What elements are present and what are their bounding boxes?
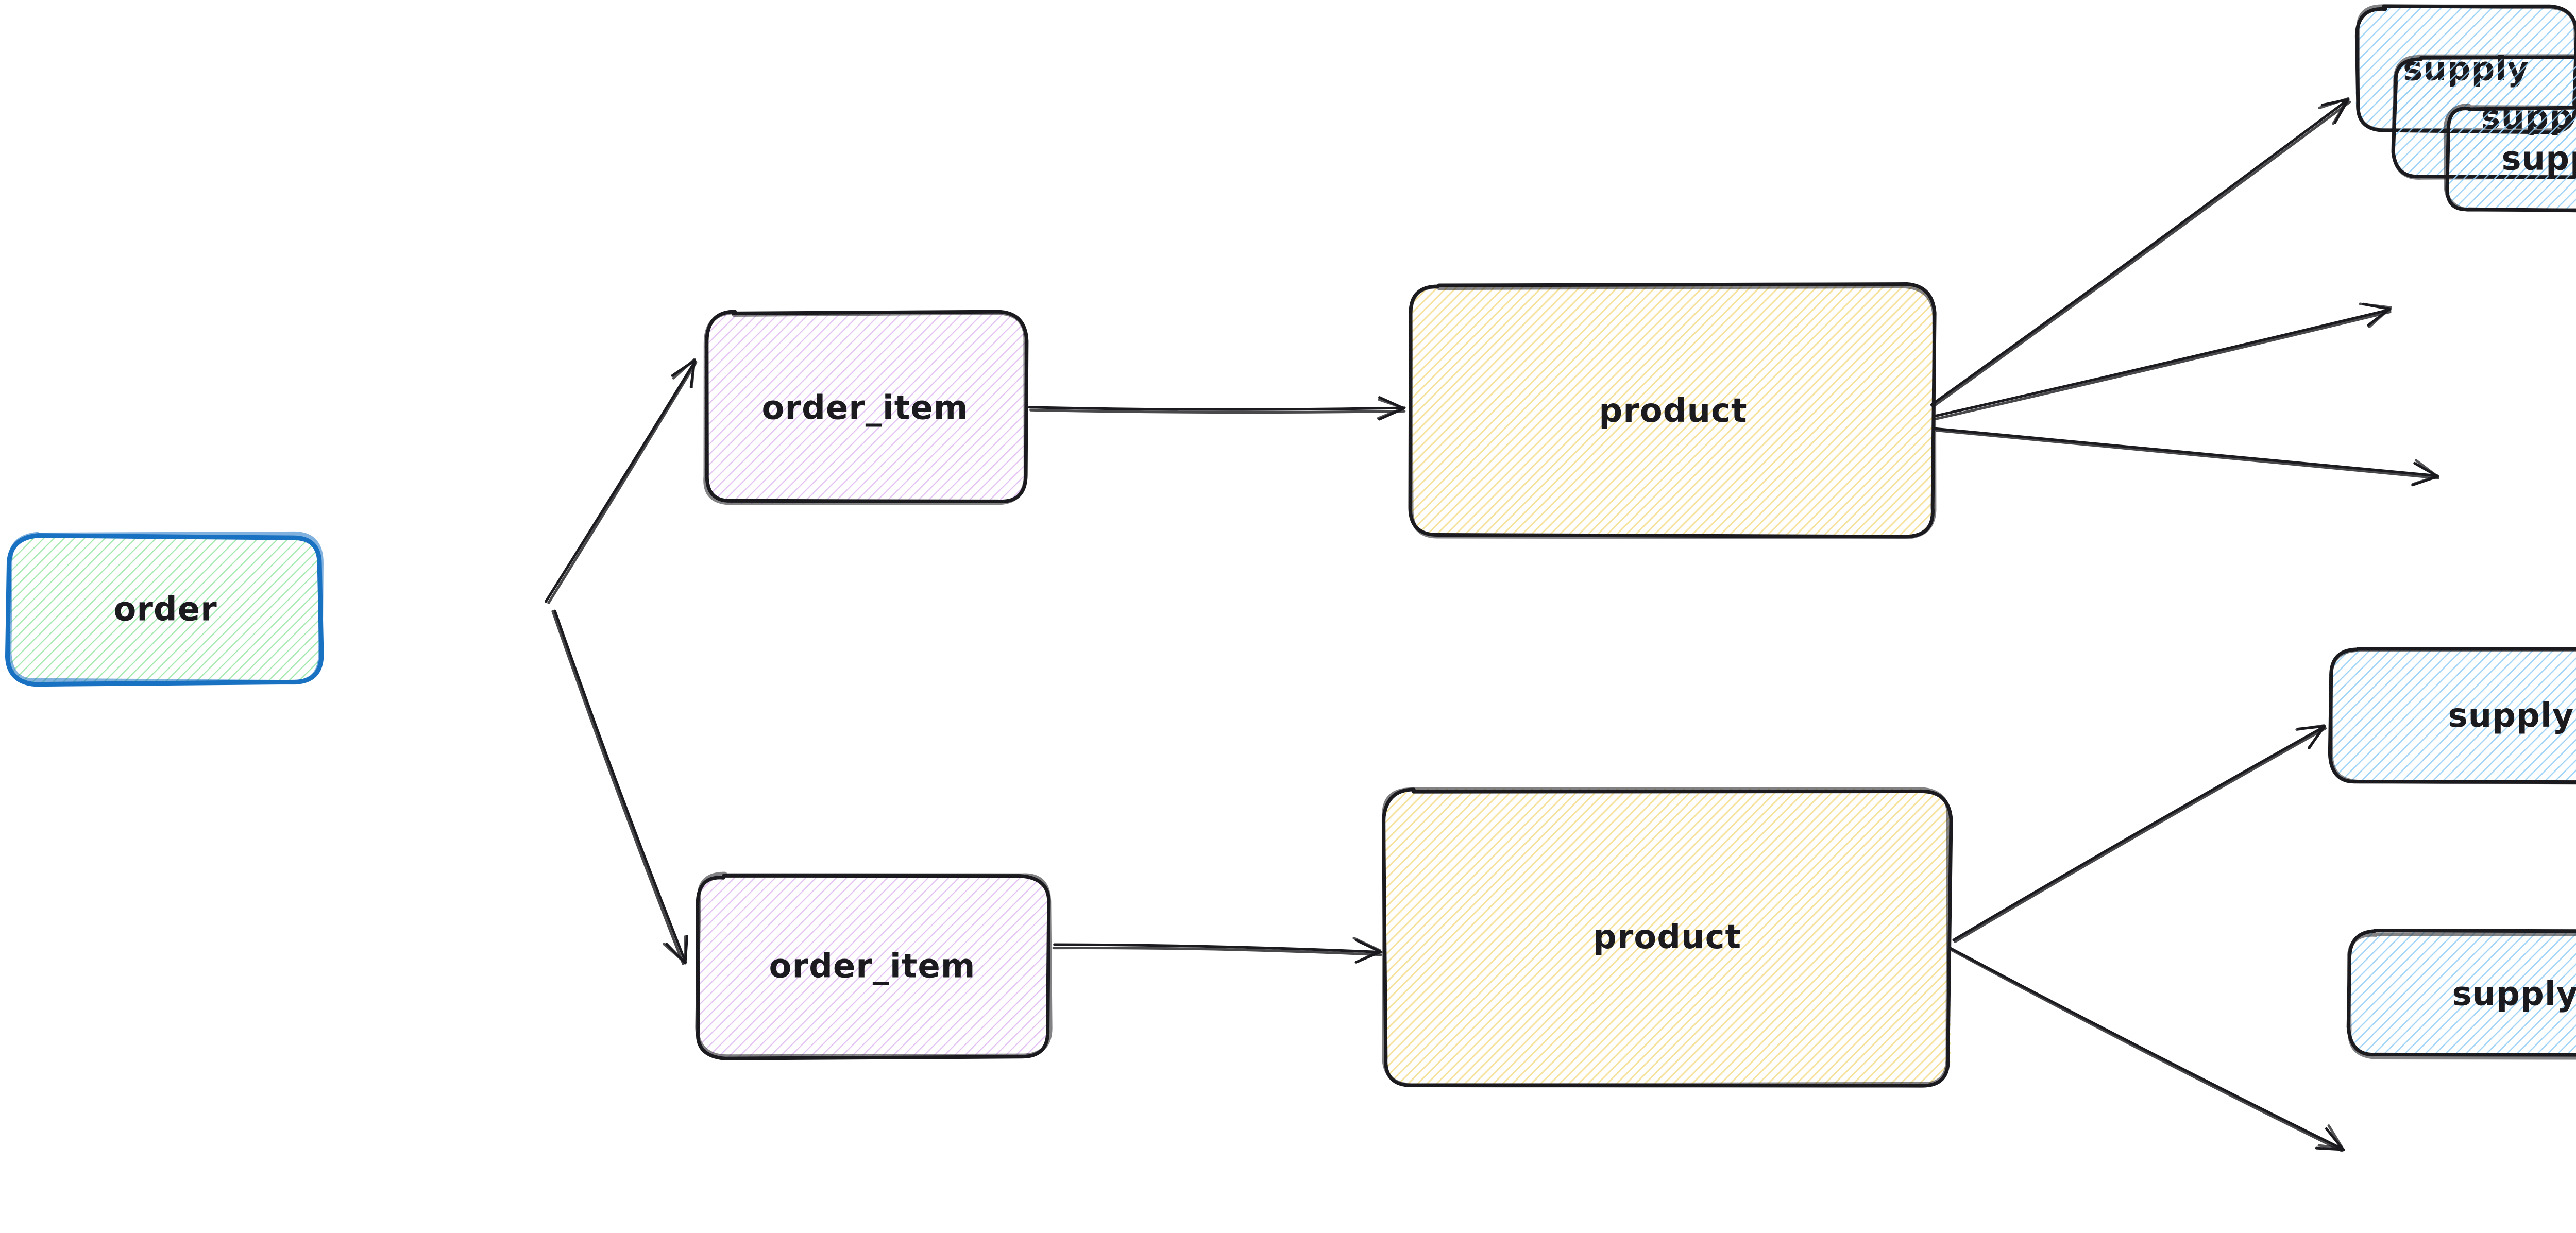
node-fill xyxy=(2446,107,2576,211)
edge-line xyxy=(551,610,685,965)
edge-line xyxy=(1935,429,2440,480)
edge-line xyxy=(1930,98,2350,406)
edge-product_top-to-supply_1[interactable] xyxy=(1930,97,2351,408)
node-fill xyxy=(1411,286,1936,537)
edge-order_item_top-to-product_top[interactable] xyxy=(1028,396,1406,421)
node-label: supply xyxy=(2452,975,2576,1014)
arrowhead-icon xyxy=(2359,302,2392,329)
edge-order-to-order_item_bottom[interactable] xyxy=(551,609,689,965)
node-outline xyxy=(2445,106,2576,213)
edge-product_bottom-to-supply_4[interactable] xyxy=(1952,724,2327,944)
edge-line xyxy=(547,361,698,604)
arrowhead-icon xyxy=(2295,724,2326,749)
node-outline xyxy=(1381,787,1950,1087)
edge-line xyxy=(1052,946,1382,956)
edge-line xyxy=(1934,427,2439,477)
edge-line xyxy=(1935,311,2392,420)
edge-product_bottom-to-supply_5[interactable] xyxy=(1948,946,2345,1153)
node-outline xyxy=(695,871,1053,1058)
arrowhead-icon xyxy=(663,935,687,964)
node-outline xyxy=(7,531,324,685)
edge-line xyxy=(545,359,697,603)
node-order_item_top[interactable]: order_item xyxy=(703,310,1029,505)
edge-order-to-order_item_top[interactable] xyxy=(545,358,698,604)
edge-line xyxy=(1948,946,2345,1151)
node-fill xyxy=(2330,649,2576,782)
node-product_top[interactable]: product xyxy=(1408,282,1937,539)
edge-product_top-to-supply_2[interactable] xyxy=(1934,302,2392,420)
arrowhead-icon xyxy=(2315,1127,2345,1151)
arrowhead-icon xyxy=(2317,1124,2344,1150)
node-supply_5[interactable]: supply xyxy=(2346,929,2576,1060)
edge-line xyxy=(553,609,687,964)
edge-line xyxy=(1934,308,2392,418)
node-label: order xyxy=(113,591,217,629)
node-fill xyxy=(704,312,1025,504)
edge-line xyxy=(1931,100,2351,408)
edge-line xyxy=(1028,406,1406,411)
node-label: supply xyxy=(2502,140,2576,178)
arrowhead-icon xyxy=(1352,936,1381,963)
node-outline xyxy=(2443,103,2576,212)
arrowhead-icon xyxy=(1377,398,1405,420)
edge-line xyxy=(1952,725,2326,941)
node-fill xyxy=(8,535,322,683)
arrowhead-icon xyxy=(2317,97,2350,125)
nodes-layer: orderorder_itemorder_itemproductproducts… xyxy=(5,4,2576,1088)
arrowhead-icon xyxy=(672,358,696,388)
arrowhead-icon xyxy=(2411,459,2438,486)
node-outline xyxy=(2329,648,2576,785)
edge-line xyxy=(1948,947,2344,1153)
node-outline xyxy=(1409,284,1937,539)
node-label: order_item xyxy=(762,389,969,427)
node-supply_3[interactable]: supply xyxy=(2443,103,2576,213)
node-product_bottom[interactable]: product xyxy=(1381,787,1953,1088)
node-fill xyxy=(696,875,1049,1057)
node-label: supply xyxy=(2448,697,2574,735)
node-outline xyxy=(703,311,1027,505)
node-supply_4[interactable]: supply xyxy=(2328,647,2576,785)
node-label: product xyxy=(1599,392,1747,430)
edge-line xyxy=(1053,943,1383,954)
edge-product_top-to-supply_3[interactable] xyxy=(1934,427,2440,487)
node-label: order_item xyxy=(769,948,976,986)
node-label: product xyxy=(1593,918,1741,956)
node-order_item_bottom[interactable]: order_item xyxy=(695,871,1053,1060)
edge-order_item_bottom-to-product_bottom[interactable] xyxy=(1052,936,1383,964)
edge-line xyxy=(1029,408,1406,414)
node-fill xyxy=(2348,932,2576,1056)
node-outline xyxy=(2347,932,2576,1060)
node-order[interactable]: order xyxy=(5,531,324,687)
edges-layer xyxy=(545,97,2440,1153)
node-fill xyxy=(1385,789,1951,1085)
edge-line xyxy=(1953,727,2327,944)
